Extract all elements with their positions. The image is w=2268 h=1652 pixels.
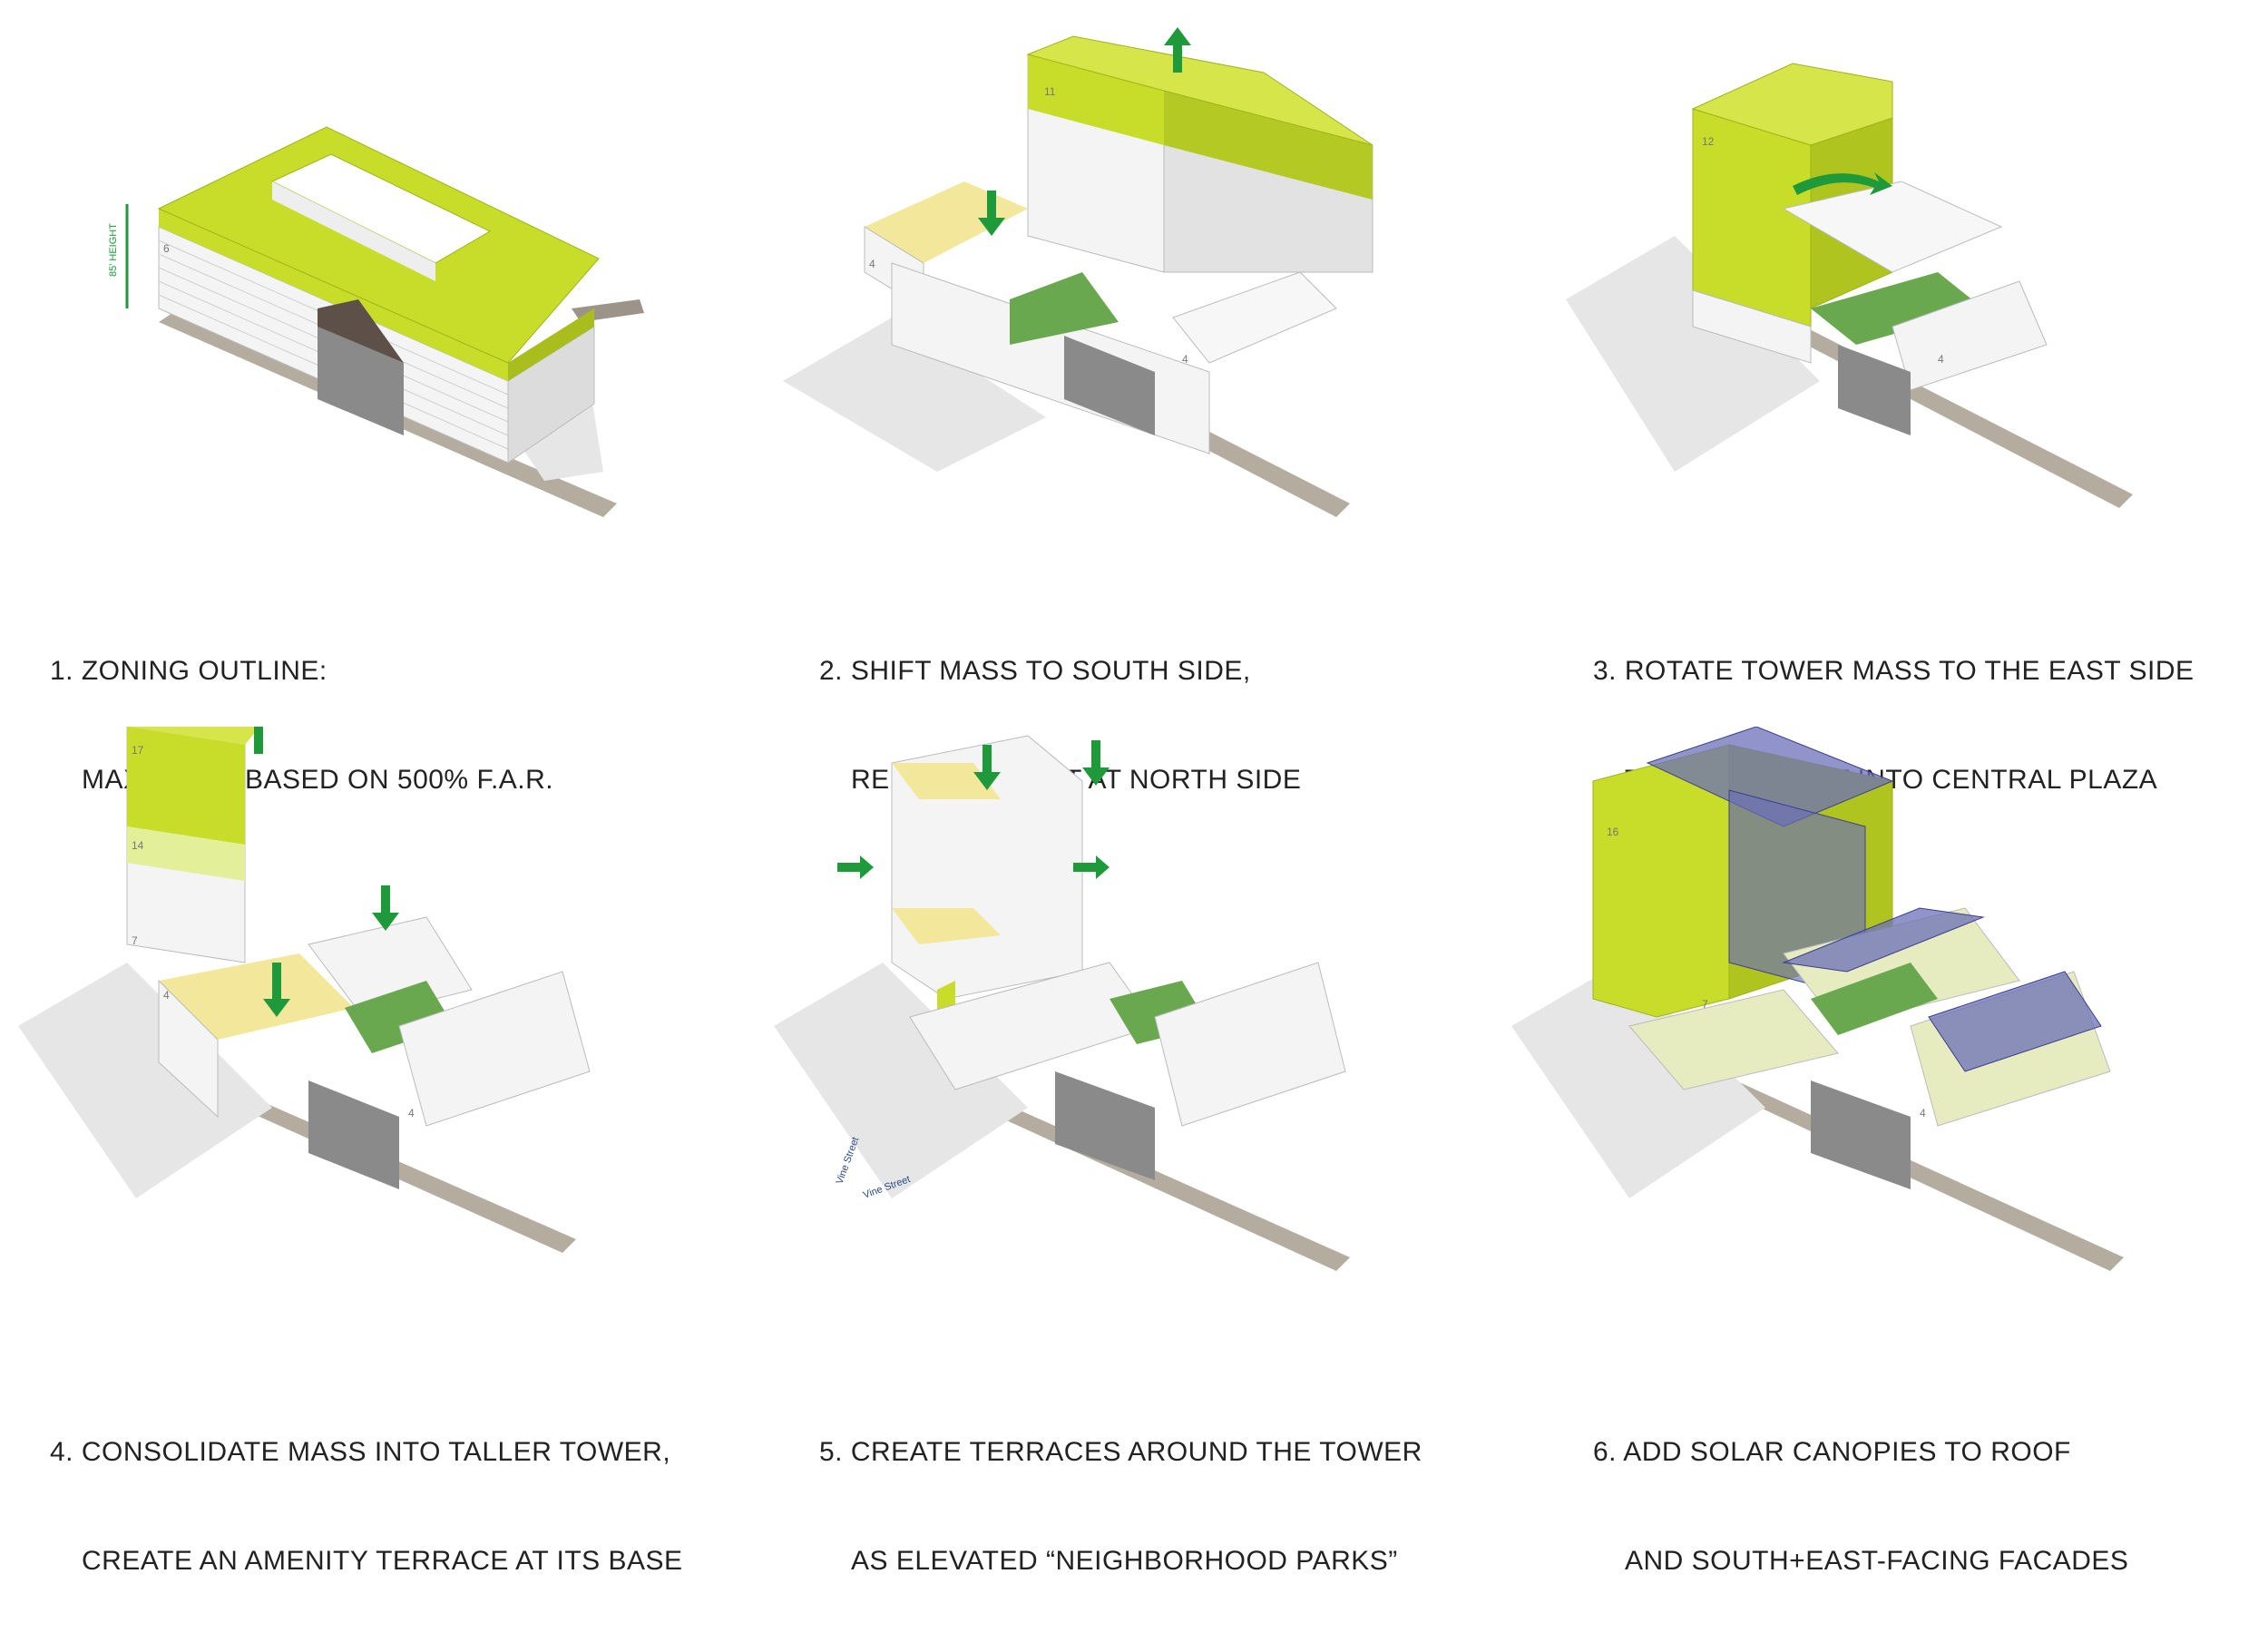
side-arrow-icon bbox=[1073, 855, 1110, 879]
panel-2: 11 4 4 2. SHIFT MASS TO SOUTH SIDE, REDU… bbox=[756, 0, 1511, 795]
east-wing bbox=[398, 971, 591, 1127]
plaza bbox=[1010, 272, 1119, 345]
floor-label: 6 bbox=[163, 242, 170, 255]
floor-label-base: 4 bbox=[163, 989, 170, 1002]
rowhouses bbox=[308, 1080, 399, 1189]
floor-label-east: 4 bbox=[1182, 353, 1188, 366]
down-arrow-icon bbox=[372, 885, 399, 931]
roof bbox=[1026, 35, 1374, 146]
tower-base bbox=[1692, 289, 1812, 364]
down-arrow-icon bbox=[973, 745, 1001, 790]
up-arrow-icon bbox=[245, 727, 272, 754]
tower-lime-mid bbox=[127, 826, 245, 881]
wing-roof bbox=[1782, 181, 2003, 273]
caption-5: 5. CREATE TERRACES AROUND THE TOWER AS E… bbox=[819, 1362, 1422, 1652]
rowhouses bbox=[1064, 336, 1155, 435]
terrace-hatched bbox=[892, 908, 1001, 944]
caption-line-2: AND SOUTH+EAST-FACING FACADES bbox=[1625, 1546, 2129, 1576]
amenity-terrace bbox=[159, 953, 354, 1040]
rotate-arrow-icon bbox=[1793, 172, 1892, 195]
shadow bbox=[1511, 963, 1765, 1198]
solar-canopy-east bbox=[1928, 971, 2102, 1072]
floor-label-top: 12 bbox=[1702, 135, 1715, 148]
massing-diagram-1: 85' HEIGHT 6 bbox=[108, 126, 644, 517]
rowhouses bbox=[1811, 1080, 1911, 1189]
panel-3: 12 4 3. ROTATE TOWER MASS TO THE EAST SI… bbox=[1511, 0, 2267, 795]
down-arrow-icon bbox=[263, 963, 290, 1017]
up-arrow-icon bbox=[1164, 27, 1191, 73]
east-wing bbox=[1892, 280, 2048, 391]
shadow bbox=[774, 963, 1028, 1198]
street-label: Vine Street bbox=[835, 1136, 862, 1186]
courtyard-wall bbox=[272, 181, 435, 281]
height-label: 85' HEIGHT bbox=[108, 223, 119, 277]
plaza bbox=[1811, 963, 1938, 1035]
massing-diagram-2: 11 4 4 bbox=[783, 27, 1374, 517]
caption-line-1: 6. ADD SOLAR CANOPIES TO ROOF bbox=[1593, 1437, 2071, 1467]
caption-6: 6. ADD SOLAR CANOPIES TO ROOF AND SOUTH+… bbox=[1593, 1362, 2128, 1652]
solar-canopy-wing bbox=[1782, 907, 1985, 973]
caption-line-1: 3. ROTATE TOWER MASS TO THE EAST SIDE bbox=[1593, 656, 2195, 686]
down-arrow-icon bbox=[978, 191, 1005, 236]
rowhouses bbox=[1838, 345, 1911, 435]
tower-roof bbox=[1691, 63, 1893, 146]
street bbox=[1702, 1071, 2124, 1271]
massing-diagram-4: 17 14 7 4 4 bbox=[18, 727, 591, 1253]
floor-label-low: 7 bbox=[1702, 998, 1708, 1011]
panel-1: 85' HEIGHT 6 1. ZONING OUTLINE: MAXIMIZE… bbox=[0, 0, 756, 795]
floor-label-low: 7 bbox=[132, 934, 138, 947]
down-arrow-icon bbox=[1082, 740, 1110, 786]
massing-diagram-3: 12 4 bbox=[1566, 63, 2133, 508]
tower-roof bbox=[127, 727, 259, 745]
caption-4: 4. CONSOLIDATE MASS INTO TALLER TOWER, C… bbox=[50, 1362, 683, 1652]
shadow bbox=[18, 963, 272, 1198]
plaza bbox=[1811, 272, 1983, 345]
floor-label-top: 16 bbox=[1607, 826, 1619, 838]
floor-label-east: 4 bbox=[1920, 1107, 1926, 1119]
shadow bbox=[1566, 236, 1820, 472]
base-block bbox=[1628, 989, 1839, 1090]
lime-top-front bbox=[1028, 54, 1164, 145]
lime-top-band bbox=[159, 209, 508, 381]
massing-diagram-5: Vine Street Vine Street bbox=[774, 735, 1350, 1271]
east-wing-roof bbox=[1172, 271, 1337, 364]
panel-4: 17 14 7 4 4 4. CONSOLIDATE MASS INTO TAL… bbox=[0, 727, 756, 1576]
massing-diagram-6: 16 7 4 bbox=[1511, 727, 2124, 1271]
panel-5: Vine Street Vine Street 5. CREATE TERRAC… bbox=[756, 727, 1511, 1576]
rowhouse-roof bbox=[318, 299, 404, 363]
floor-label-base: 4 bbox=[869, 258, 875, 270]
lime-top-band-side bbox=[508, 308, 594, 381]
east-wing bbox=[1154, 962, 1346, 1127]
caption-line-2: AS ELEVATED “NEIGHBORHOOD PARKS” bbox=[851, 1546, 1398, 1576]
floor-label-top: 11 bbox=[1044, 85, 1056, 98]
caption-line-1: 2. SHIFT MASS TO SOUTH SIDE, bbox=[819, 656, 1251, 686]
floor-label-top: 17 bbox=[132, 744, 144, 757]
tower-lime-top bbox=[127, 727, 245, 845]
caption-line-2: CREATE AN AMENITY TERRACE AT ITS BASE bbox=[82, 1546, 683, 1576]
caption-line-1: 1. ZONING OUTLINE: bbox=[50, 656, 327, 686]
floor-label-mid: 14 bbox=[132, 839, 144, 852]
caption-line-1: 4. CONSOLIDATE MASS INTO TALLER TOWER, bbox=[50, 1437, 671, 1467]
rowhouses bbox=[1055, 1071, 1155, 1180]
base-front bbox=[158, 979, 219, 1119]
caption-line-1: 5. CREATE TERRACES AROUND THE TOWER bbox=[819, 1437, 1422, 1467]
side-arrow-icon bbox=[837, 855, 874, 879]
panel-6: 16 7 4 6. ADD SOLAR CANOPIES TO ROOF AND… bbox=[1511, 727, 2267, 1576]
floor-label-east: 4 bbox=[1938, 353, 1944, 366]
floor-label-east: 4 bbox=[408, 1107, 415, 1119]
lime-top-side bbox=[1164, 91, 1373, 200]
shadow bbox=[783, 318, 1046, 472]
